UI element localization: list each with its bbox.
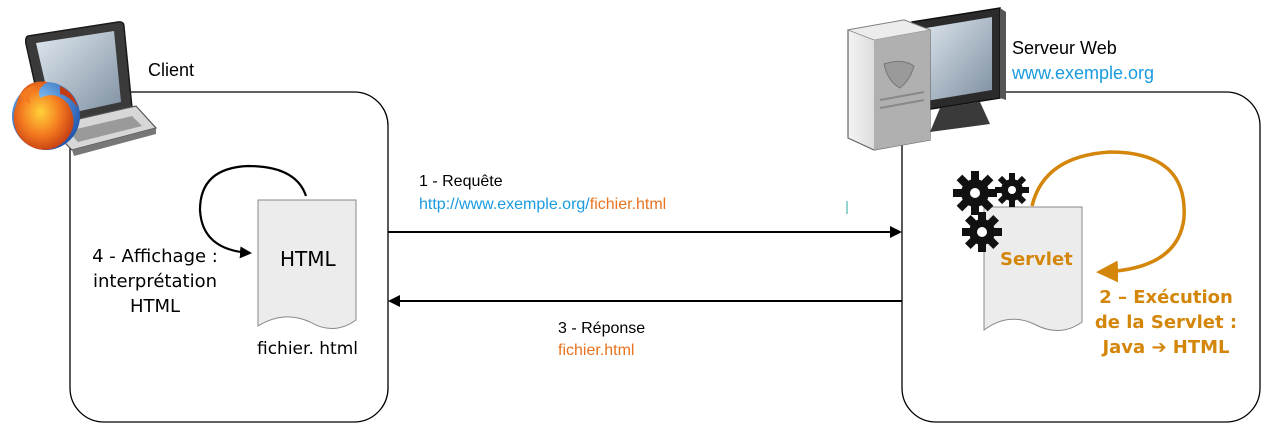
display-step-line-3: HTML <box>129 296 181 317</box>
servlet-document-shape <box>983 206 1083 331</box>
exec-step-line-1: 2 – Exécution <box>1099 287 1233 308</box>
html-page-label: HTML <box>280 247 336 271</box>
firefox-icon <box>12 81 80 150</box>
display-loop-arrow <box>198 164 308 259</box>
server-box <box>901 91 1261 423</box>
request-url-base: http://www.exemple.org/ <box>419 196 590 213</box>
response-file: fichier.html <box>558 342 635 359</box>
request-title: 1 - Requête <box>419 173 503 190</box>
servlet-execution-arrow <box>1030 150 1186 283</box>
servlet-label: Servlet <box>1000 249 1073 270</box>
client-title: Client <box>148 60 195 80</box>
response-title: 3 - Réponse <box>558 320 646 337</box>
html-document-shape <box>257 199 357 329</box>
exec-step-label: 2 – Exécution de la Servlet : Java ➔ HTM… <box>1090 285 1242 360</box>
client-box <box>69 91 389 423</box>
server-title: Serveur Web <box>1012 38 1117 58</box>
gear-icon <box>953 171 1029 252</box>
client-file-caption: fichier. html <box>257 339 358 359</box>
display-step-label: 4 - Affichage : interprétation HTML <box>72 244 238 319</box>
exec-step-line-3: Java ➔ HTML <box>1102 337 1230 358</box>
server-computer-icon <box>846 7 1006 151</box>
request-url-file: fichier.html <box>589 196 667 213</box>
display-step-line-1: 4 - Affichage : <box>92 246 218 267</box>
display-step-line-2: interprétation <box>92 271 217 292</box>
request-url: http://www.exemple.org/fichier.html <box>419 196 666 214</box>
server-url: www.exemple.org <box>1012 63 1155 83</box>
exec-step-line-2: de la Servlet : <box>1094 312 1238 333</box>
